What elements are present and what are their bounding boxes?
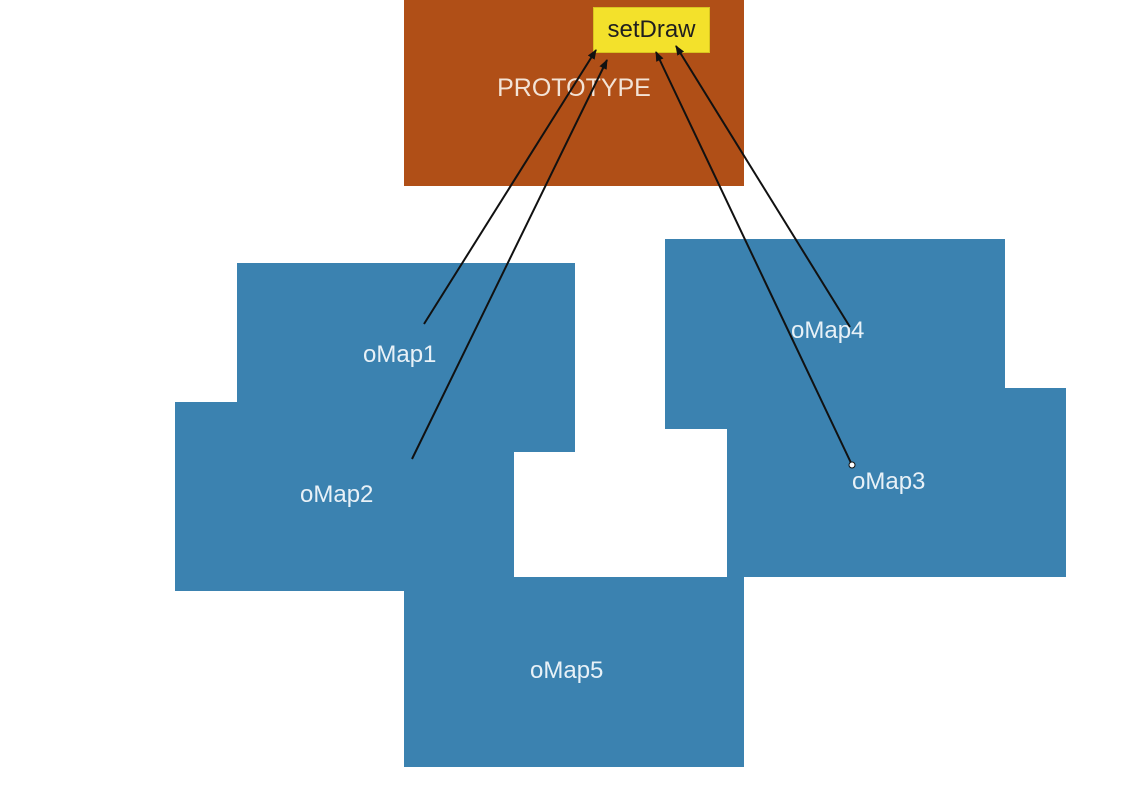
setdraw-method-box: setDraw [593, 7, 710, 53]
arrow-omap3-to-setdraw [655, 51, 853, 466]
omap4-label: oMap4 [791, 317, 865, 344]
omap3-box: oMap3 [727, 388, 1066, 577]
arrow-omap1-to-setdraw [423, 49, 597, 325]
arrow-origin-dot [848, 461, 856, 469]
omap5-box: oMap5 [404, 577, 744, 767]
omap1-label: oMap1 [363, 341, 437, 368]
omap5-label: oMap5 [530, 657, 604, 684]
prototype-label: PROTOTYPE [497, 74, 651, 102]
omap2-box: oMap2 [175, 402, 514, 591]
omap3-label: oMap3 [852, 468, 926, 495]
arrow-omap4-to-setdraw [675, 45, 851, 328]
prototype-box: PROTOTYPE setDraw [404, 0, 744, 186]
arrow-omap2-to-setdraw [411, 59, 608, 460]
omap2-label: oMap2 [300, 481, 374, 508]
setdraw-method-label: setDraw [607, 16, 696, 43]
